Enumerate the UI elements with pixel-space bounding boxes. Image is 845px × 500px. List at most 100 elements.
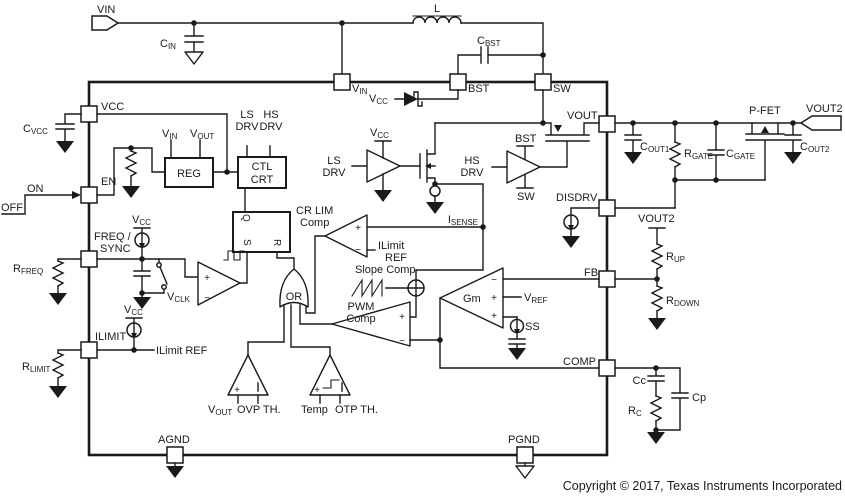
cout2-capacitor: COUT2 — [784, 122, 830, 164]
pin-pgnd-label: PGND — [508, 434, 540, 446]
resistor-icon — [52, 352, 64, 379]
rdown-label: RDOWN — [666, 295, 700, 308]
compensation-network: Cc RC Cp — [614, 365, 706, 444]
pin-freq-label: FREQ / — [94, 231, 132, 243]
regulator-block: REG VIN VOUT — [162, 128, 239, 188]
agnd-ground — [166, 462, 184, 478]
cout1-capacitor: COUT1 — [624, 122, 670, 164]
vout2-connector-label: VOUT2 — [806, 103, 843, 115]
control-circuit-block: CTL CRT LS DRV HS DRV — [235, 109, 287, 213]
fet-arrow-icon — [761, 126, 769, 133]
comparator-icon — [331, 301, 411, 347]
high-side-fet — [434, 89, 600, 168]
ilimit-ref-label1: ILimit — [378, 240, 404, 252]
ground-icon — [56, 141, 74, 153]
resistor-icon — [651, 243, 663, 270]
pin-ilimit-label: ILIMIT — [95, 331, 126, 343]
pin-agnd — [166, 446, 184, 464]
minus-sign: − — [355, 245, 361, 256]
gm-amp-icon — [439, 267, 504, 329]
ff-r-label: R — [271, 239, 282, 246]
pin-freq-sync — [80, 250, 98, 268]
ilimit-ref-label: ILimit REF — [156, 345, 208, 357]
rup-label: RUP — [666, 251, 685, 264]
ground-icon — [562, 236, 580, 248]
ff-s-label: S — [241, 239, 252, 246]
vref-label: VREF — [524, 292, 547, 305]
hsbuf-label1: HS — [464, 155, 479, 167]
pin-sync-label: SYNC — [100, 243, 131, 255]
current-limit-comparator: ISENSE + − ILimit REF CR LIM Comp — [296, 183, 486, 314]
resistor-icon — [125, 150, 137, 177]
ground-icon — [647, 432, 665, 444]
ovp-vout-label: VOUT — [208, 404, 232, 417]
pin-fb-label: FB — [584, 267, 598, 279]
timing-capacitor-icon — [133, 258, 151, 298]
ovp-comparator: + VOUT OVP TH. — [208, 354, 281, 417]
slope-comp-label: Slope Comp — [355, 264, 416, 276]
crt-label: CRT — [251, 174, 274, 186]
disdrv-internal — [562, 207, 600, 248]
lsbuf-label2: DRV — [322, 167, 346, 179]
minus-sign: − — [399, 336, 405, 347]
flip-flop-block: Q S R — [232, 211, 295, 270]
driver-buffer-icon — [506, 150, 541, 184]
pin-vout-label: VOUT — [567, 110, 598, 122]
ground-icon — [426, 202, 444, 214]
osc-vcc-label: VCC — [132, 214, 151, 227]
hsbuf-label2: DRV — [460, 167, 484, 179]
lsbuf-vcc-label: VCC — [370, 127, 389, 140]
cout2-label: COUT2 — [800, 141, 830, 154]
pfet-label: P-FET — [749, 105, 781, 117]
reg-vin-label: VIN — [162, 128, 178, 141]
reg-label: REG — [177, 168, 201, 180]
pin-en — [80, 186, 98, 204]
cin-label: CIN — [160, 38, 176, 51]
ground-icon — [166, 466, 184, 478]
comparator-icon — [324, 214, 368, 258]
on-label: ON — [27, 183, 44, 195]
diode-icon — [404, 92, 418, 106]
pin-sw — [534, 73, 552, 91]
pwm-label2: Comp — [346, 313, 375, 325]
hsbuf-sw-label: SW — [517, 191, 535, 203]
pin-ilimit — [80, 341, 98, 359]
crlim-label2: Comp — [300, 217, 329, 229]
pin-agnd-label: AGND — [158, 434, 190, 446]
off-label: OFF — [1, 202, 23, 214]
pin-vcc-label: VCC — [101, 101, 124, 113]
vout2-connector — [799, 115, 842, 131]
ground-icon — [624, 152, 642, 164]
resistor-icon — [651, 285, 663, 312]
minus-sign: − — [204, 293, 210, 304]
on-off-step-icon — [1, 194, 73, 215]
plus-sign: + — [491, 293, 497, 304]
plus-sign: + — [204, 273, 210, 284]
input-net: L VIN CIN CBST — [91, 3, 546, 75]
hs-drv-out-label: HS — [263, 109, 278, 121]
rlimit-resistor: RLIMIT — [22, 349, 82, 398]
fet-arrow-icon — [425, 163, 431, 169]
cbst-capacitor-icon — [457, 46, 544, 75]
diode-vcc-label: VCC — [369, 93, 388, 106]
inductor-icon — [412, 16, 462, 24]
pwm-comparator: + − PWM Comp — [299, 301, 443, 347]
cout1-label: COUT1 — [640, 141, 670, 154]
pwm-label1: PWM — [348, 301, 375, 313]
lsbuf-label1: LS — [327, 155, 340, 167]
pin-pgnd — [516, 446, 534, 464]
or-gate-icon — [279, 268, 309, 308]
cvcc-capacitor-icon — [55, 113, 82, 142]
gm-label: Gm — [463, 293, 481, 305]
ic-pins: VIN BST SW VCC EN FREQ / SYNC ILIMIT VOU… — [80, 73, 616, 464]
resistor-icon — [669, 141, 681, 168]
hs-driver: HS DRV BST SW — [460, 133, 541, 203]
pin-bst-label: BST — [468, 83, 490, 95]
cvcc-label: CVCC — [23, 123, 48, 136]
clock-wave-icon — [223, 250, 245, 261]
ground-icon — [49, 293, 67, 305]
otp-comparator: + Temp OTP TH. — [301, 354, 378, 416]
isense-label: ISENSE — [448, 214, 478, 227]
temp-label: Temp — [301, 404, 328, 416]
